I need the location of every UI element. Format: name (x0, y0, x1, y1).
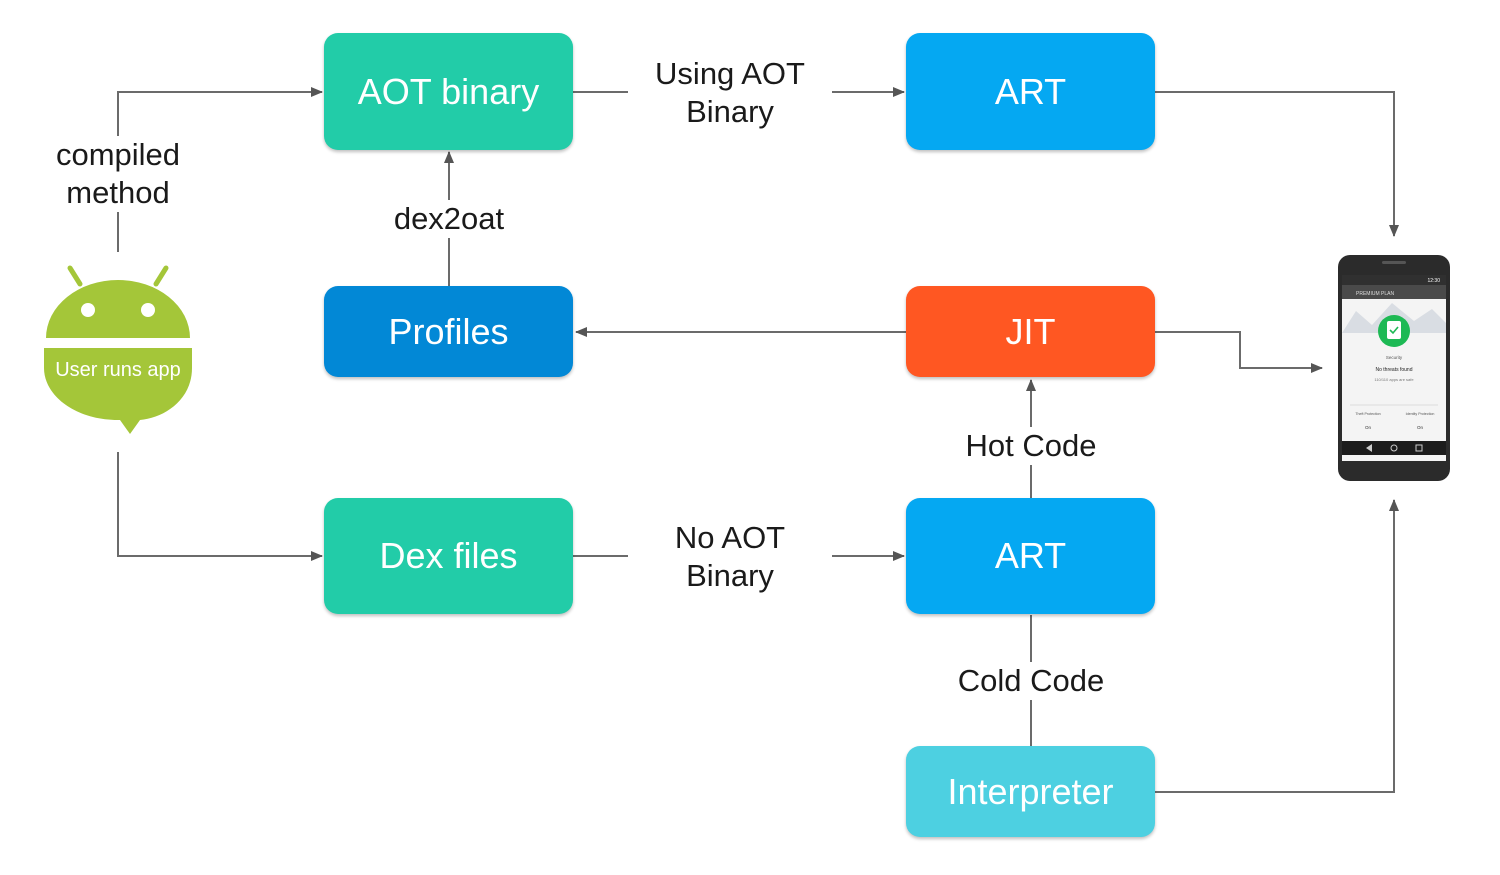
node-art-top-label: ART (994, 70, 1067, 112)
phone-section-title: Security (1386, 355, 1403, 360)
label-using-aot-binary: Using AOT Binary (628, 55, 832, 131)
label-compiled-method: compiled method (40, 136, 196, 212)
node-art-top: ART (906, 33, 1155, 150)
phone-header-title: PREMIUM PLAN (1356, 291, 1394, 297)
node-jit: JIT (906, 286, 1155, 377)
label-cold-code: Cold Code (942, 662, 1120, 700)
android-user-runs-app-label: User runs app (55, 359, 181, 381)
phone-status-text: No threats found (1376, 367, 1413, 373)
label-no-aot-binary: No AOT Binary (628, 519, 832, 595)
node-aot-binary-label: AOT binary (357, 70, 540, 112)
phone-status-time: 12:30 (1427, 278, 1440, 284)
label-dex2oat: dex2oat (378, 200, 520, 238)
phone-toggle-right-value: On (1417, 425, 1424, 430)
node-dex-files: Dex files (324, 498, 573, 614)
node-art-bottom: ART (906, 498, 1155, 614)
edge-interpreter-to-phone (1155, 499, 1399, 793)
node-jit-label: JIT (1005, 310, 1056, 352)
android-robot-icon: User runs app (44, 265, 192, 434)
node-dex-files-label: Dex files (379, 535, 518, 576)
node-interpreter-label: Interpreter (947, 770, 1114, 812)
label-hot-code: Hot Code (946, 427, 1116, 465)
node-art-bottom-label: ART (994, 535, 1067, 576)
edge-jit-to-phone (1155, 331, 1323, 373)
phone-toggle-right-label: Identity Protection (1406, 412, 1435, 416)
edge-android-to-dex (117, 452, 323, 561)
node-profiles-label: Profiles (388, 310, 509, 352)
phone-detail-text: 110/110 apps are safe (1374, 377, 1414, 382)
smartphone-icon: 12:30 PREMIUM PLAN Security No threats f… (1338, 255, 1450, 481)
node-interpreter: Interpreter (906, 746, 1155, 837)
node-aot-binary: AOT binary (324, 33, 573, 150)
phone-toggle-left-value: On (1365, 425, 1372, 430)
phone-toggle-left-label: Theft Protection (1355, 412, 1380, 416)
node-profiles: Profiles (324, 286, 573, 377)
edge-art-to-phone (1155, 91, 1399, 237)
